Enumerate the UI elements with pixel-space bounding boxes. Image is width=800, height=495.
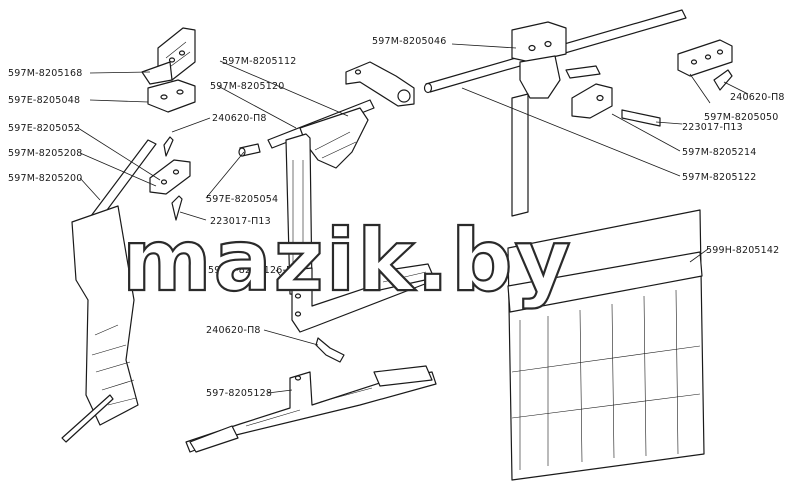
callout-r1: 597M-8205046: [372, 36, 446, 47]
screw-right-2: [621, 109, 661, 127]
callout-m6: 597M-8205126-Б: [208, 265, 293, 276]
right-curtain-assembly: [345, 9, 733, 481]
callout-l3: 597E-8205052: [8, 123, 80, 134]
screw-right-3: [713, 69, 733, 91]
callout-m2: 597M-8205120: [210, 81, 284, 92]
hinge-block-left: [147, 79, 196, 113]
callout-m7: 240620-П8: [206, 325, 261, 336]
plate-right: [677, 39, 733, 77]
screw-middle: [315, 337, 345, 363]
screw-right-1: [565, 65, 601, 79]
callout-r3: 597M-8205050: [704, 112, 778, 123]
callout-l2: 597E-8205048: [8, 95, 80, 106]
leader-lines: [77, 43, 749, 394]
bracket-lower: [185, 371, 437, 453]
callout-m1: 597M-8205112: [222, 56, 296, 67]
hook-right: [519, 55, 561, 99]
callout-m8: 597-8205128: [206, 388, 272, 399]
visor-panel-left: [71, 205, 139, 426]
callout-m5: 223017-П13: [210, 216, 271, 227]
callout-r5: 597M-8205214: [682, 147, 756, 158]
screw-left-1: [163, 136, 174, 157]
left-sun-visor-assembly: [61, 27, 196, 443]
callout-l1: 597M-8205168: [8, 68, 82, 79]
strap-right: [511, 93, 529, 217]
callout-l5: 597M-8205200: [8, 173, 82, 184]
clip-right: [571, 83, 613, 119]
callout-labels: 597M-8205168 597E-8205048 597E-8205052 5…: [8, 36, 785, 399]
callout-m3: 240620-П8: [212, 113, 267, 124]
swivel-bracket-right: [345, 61, 415, 107]
middle-visor-frame-assembly: [185, 99, 437, 453]
clamp-block-right: [511, 21, 567, 63]
callout-m4: 597E-8205054: [206, 194, 278, 205]
callout-r4: 223017-П13: [682, 122, 743, 133]
callout-l4: 597M-8205208: [8, 148, 82, 159]
callout-r6: 597M-8205122: [682, 172, 756, 183]
screw-left-2: [171, 195, 183, 221]
clip-left: [149, 159, 191, 195]
callout-r7: 599Н-8205142: [706, 245, 779, 256]
callout-r2: 240620-П8: [730, 92, 785, 103]
watermark-text: mazik.by: [122, 211, 573, 311]
